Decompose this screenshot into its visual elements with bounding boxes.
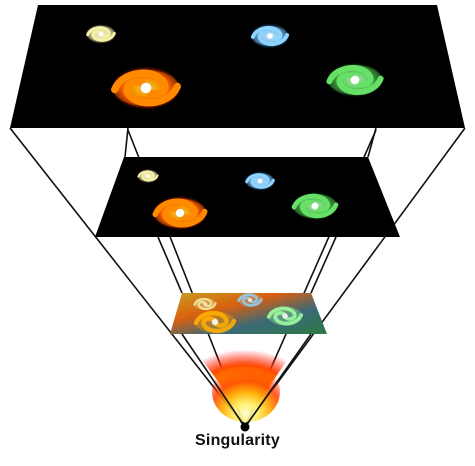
galaxy-icon	[111, 67, 180, 110]
galaxy-icon	[327, 62, 384, 97]
galaxy-icon	[268, 307, 302, 326]
galaxy-icon	[195, 311, 235, 333]
universe-plane-medium	[95, 157, 400, 237]
plane-connectors	[124, 127, 377, 158]
galaxy-icon	[153, 196, 208, 230]
galaxy-icon	[250, 23, 290, 48]
galaxy-icon	[245, 171, 276, 191]
cone-edges-lower	[181, 333, 312, 428]
big-bang-burst-icon	[196, 342, 292, 422]
galaxy-icon	[194, 298, 216, 310]
galaxy-icon	[86, 24, 117, 44]
galaxy-icon	[238, 293, 262, 306]
galaxy-icon	[292, 192, 338, 221]
universe-plane-small	[170, 293, 327, 334]
universe-plane-large	[10, 5, 465, 128]
plane-connectors	[157, 236, 337, 294]
singularity-point-icon	[240, 422, 250, 432]
singularity-label: Singularity	[195, 432, 280, 449]
galaxy-icon	[137, 169, 159, 183]
